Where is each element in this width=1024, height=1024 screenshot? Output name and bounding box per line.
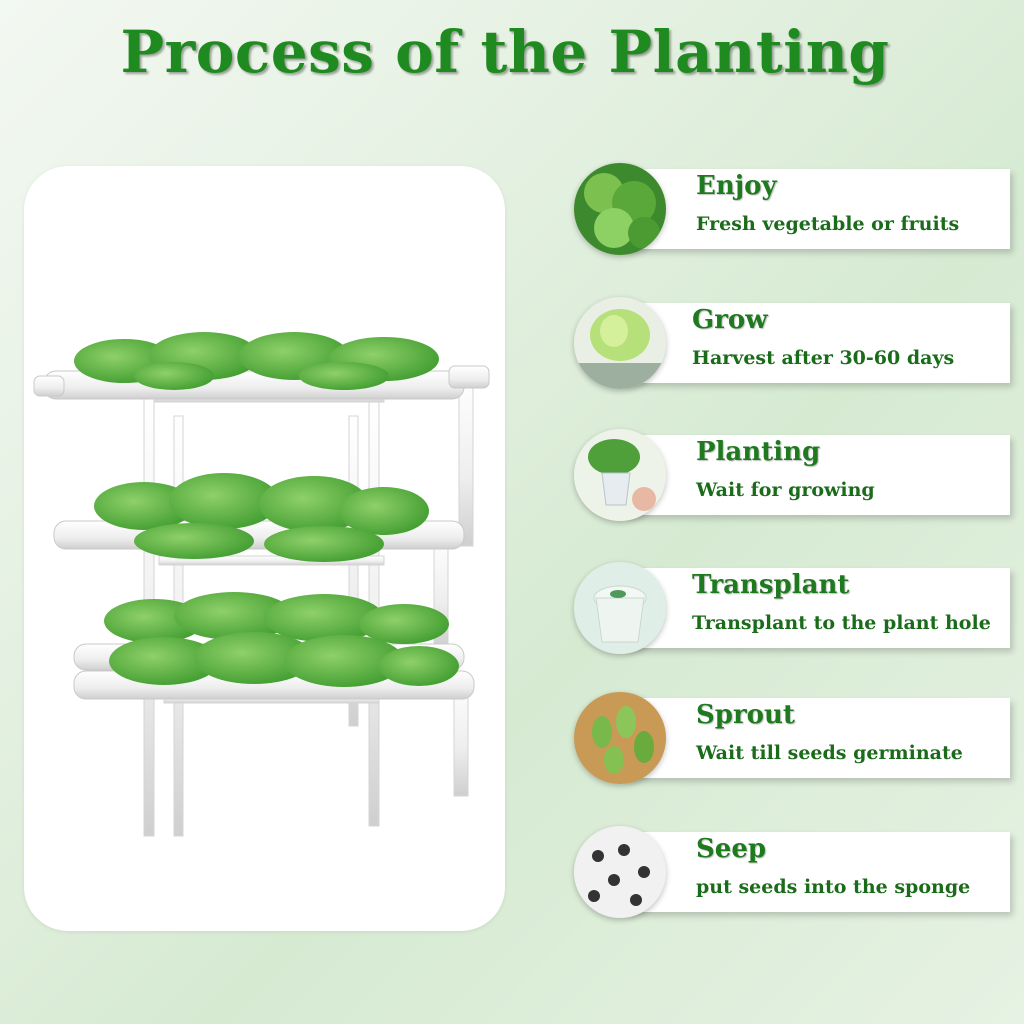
step-heading: Seep [696,834,767,864]
step-planting: Planting Wait for growing [574,429,1014,521]
lettuce-thumbnail [574,297,666,389]
step-description: Fresh vegetable or fruits [696,213,960,235]
hydroponic-tower-icon [33,332,490,837]
sprouts-icon [574,692,666,784]
hydroponic-tower-image [24,166,505,931]
step-banner [624,435,1010,515]
step-banner [624,832,1010,912]
step-banner [624,303,1010,383]
step-enjoy: Enjoy Fresh vegetable or fruits [574,163,1014,255]
sponge-icon [574,826,666,918]
step-sprout: Sprout Wait till seeds germinate [574,692,1014,784]
step-seep: Seep put seeds into the sponge [574,826,1014,918]
step-banner [624,698,1010,778]
fresh-greens-icon [574,163,666,255]
transplant-cup-thumbnail [574,562,666,654]
step-heading: Grow [692,305,768,335]
step-heading: Planting [696,437,821,467]
step-description: Wait for growing [696,479,875,501]
step-description: put seeds into the sponge [696,876,971,898]
step-description: Wait till seeds germinate [696,742,963,764]
step-grow: Grow Harvest after 30-60 days [574,297,1014,389]
transplant-cup-icon [574,562,666,654]
page-title: Process of the Planting [120,18,890,86]
step-banner [624,568,1010,648]
seedling-cup-thumbnail [574,429,666,521]
step-banner [624,169,1010,249]
step-description: Transplant to the plant hole [692,612,991,634]
step-heading: Sprout [696,700,795,730]
seedling-cup-icon [574,429,666,521]
lettuce-icon [574,297,666,389]
sponge-thumbnail [574,826,666,918]
step-heading: Enjoy [696,171,777,201]
step-heading: Transplant [692,570,850,600]
step-description: Harvest after 30-60 days [692,347,955,369]
step-transplant: Transplant Transplant to the plant hole [574,562,1014,654]
sprouts-thumbnail [574,692,666,784]
fresh-greens-thumbnail [574,163,666,255]
